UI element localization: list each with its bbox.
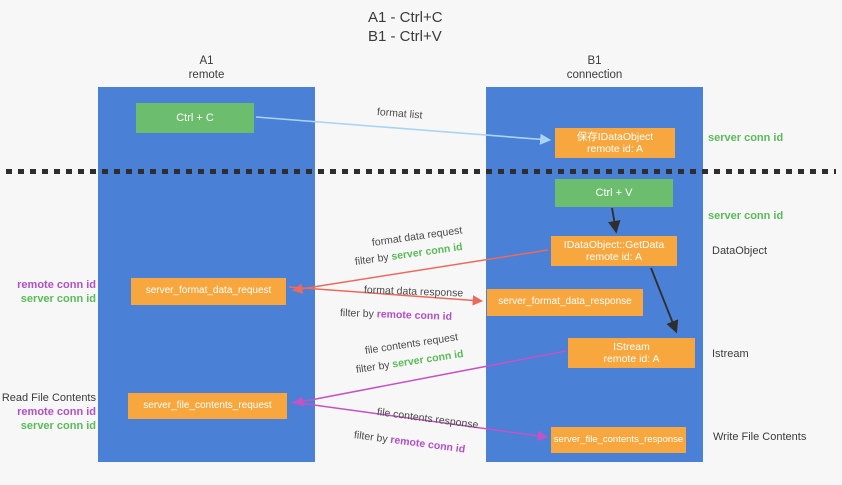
label-write-file-contents: Write File Contents: [713, 431, 807, 443]
node-save-dataobject: 保存IDataObject remote id: A: [555, 128, 675, 158]
label-read-file-contents: Read File Contents: [1, 392, 96, 404]
node-ctrl-v-label: Ctrl + V: [595, 187, 633, 199]
filter-by-text: filter by: [354, 251, 390, 268]
label-dataobject: DataObject: [712, 245, 768, 257]
label-filter-by-server-conn-id-1: filter by server conn id: [354, 241, 463, 268]
label-istream: Istream: [712, 348, 749, 360]
title-line-1: A1 - Ctrl+C: [368, 9, 443, 26]
right-column-name: B1: [587, 55, 602, 67]
remote-conn-id-text: remote conn id: [376, 308, 453, 323]
file-request-labels: Read File Contents remote conn id server…: [0, 391, 96, 433]
label-server-conn-id-file: server conn id: [20, 420, 96, 432]
right-column-header: B1 connection: [486, 54, 703, 82]
node-ctrl-c-label: Ctrl + C: [176, 112, 214, 124]
node-server-file-contents-request: server_file_contents_request: [128, 393, 287, 419]
right-column-role: connection: [566, 69, 623, 81]
node-server-format-data-request: server_format_data_request: [131, 278, 286, 305]
session-separator-dotted-line: [6, 169, 836, 174]
node-server-file-contents-response: server_file_contents_response: [551, 427, 686, 453]
node-ctrl-c: Ctrl + C: [136, 103, 254, 133]
node-server-format-data-request-label: server_format_data_request: [145, 285, 272, 297]
diagram-title: A1 - Ctrl+C B1 - Ctrl+V: [368, 8, 443, 46]
node-save-dataobject-line1: 保存IDataObject: [576, 130, 654, 143]
node-save-dataobject-line2: remote id: A: [586, 143, 644, 155]
node-idataobject-getdata: IDataObject::GetData remote id: A: [551, 236, 677, 266]
node-idataobject-getdata-line1: IDataObject::GetData: [563, 238, 665, 251]
label-filter-by-remote-conn-id-2: filter by remote conn id: [353, 429, 466, 456]
filter-by-text: filter by: [355, 359, 391, 376]
label-file-contents-response: file contents response: [376, 406, 480, 432]
label-filter-by-remote-conn-id-1: filter by remote conn id: [340, 307, 452, 323]
node-server-format-data-response-label: server_format_data_response: [498, 296, 632, 308]
format-request-conn-ids: remote conn id server conn id: [0, 278, 96, 306]
label-format-data-response: format data response: [363, 284, 464, 300]
title-line-2: B1 - Ctrl+V: [368, 28, 442, 45]
node-istream: IStream remote id: A: [568, 338, 695, 368]
node-istream-line2: remote id: A: [603, 353, 660, 365]
label-remote-conn-id-file: remote conn id: [17, 406, 96, 418]
label-remote-conn-id-format: remote conn id: [17, 279, 96, 291]
remote-conn-id-text: remote conn id: [389, 433, 466, 456]
label-server-conn-id-format: server conn id: [20, 293, 96, 305]
left-column-header: A1 remote: [98, 54, 315, 82]
node-idataobject-getdata-line2: remote id: A: [585, 251, 643, 263]
filter-by-text: filter by: [353, 429, 389, 446]
left-column-role: remote: [188, 69, 225, 81]
node-ctrl-v: Ctrl + V: [555, 179, 673, 207]
node-server-format-data-response: server_format_data_response: [487, 289, 643, 316]
label-format-list: format list: [376, 106, 423, 122]
filter-by-text: filter by: [339, 307, 375, 321]
node-istream-line1: IStream: [613, 340, 650, 353]
node-server-file-contents-response-label: server_file_contents_response: [553, 433, 684, 445]
label-server-conn-id-mid: server conn id: [708, 210, 784, 222]
label-server-conn-id-top: server conn id: [708, 132, 784, 144]
left-column-name: A1: [199, 55, 214, 67]
node-server-file-contents-request-label: server_file_contents_request: [143, 399, 272, 411]
